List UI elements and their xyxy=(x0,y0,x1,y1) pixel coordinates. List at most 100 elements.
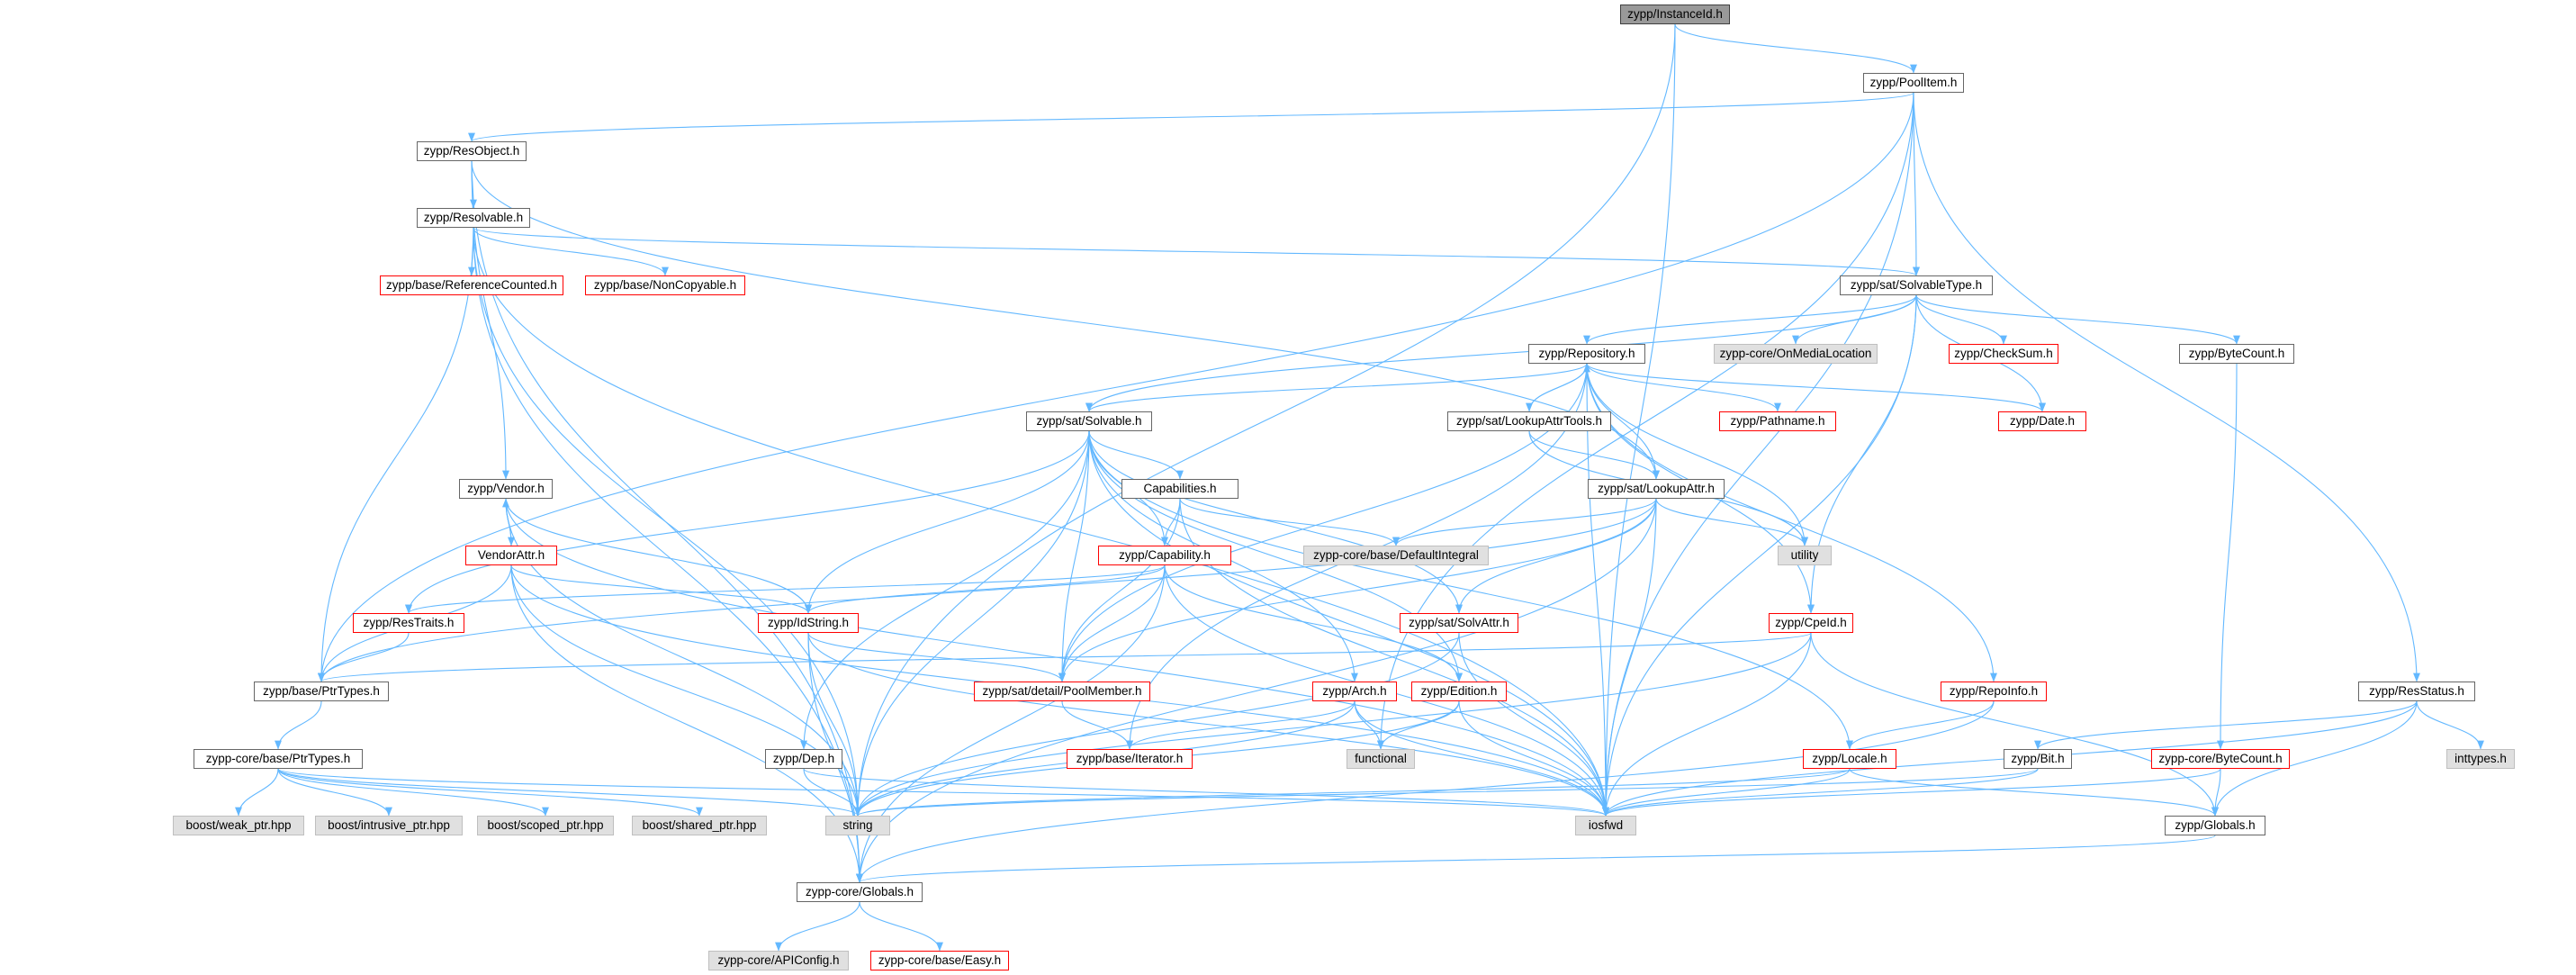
node-easy[interactable]: zypp-core/base/Easy.h xyxy=(870,951,1009,970)
edge-vendorattr-to-idstring xyxy=(510,564,812,614)
node-edition[interactable]: zypp/Edition.h xyxy=(1411,682,1507,701)
edge-coreptrtypes-to-string xyxy=(277,768,861,817)
node-bytecount[interactable]: zypp/ByteCount.h xyxy=(2179,344,2294,364)
node-instanceid: zypp/InstanceId.h xyxy=(1620,5,1730,24)
node-dep[interactable]: zypp/Dep.h xyxy=(765,749,842,769)
edge-arch-to-iterator xyxy=(1126,700,1356,750)
node-repoinfo[interactable]: zypp/RepoInfo.h xyxy=(1941,682,2047,701)
edge-poolitem-to-iosfwd xyxy=(1602,92,1914,817)
edge-instanceid-to-string xyxy=(854,23,1676,817)
edge-capability-to-poolmember xyxy=(1058,564,1166,682)
edge-lookupattr-to-defaultintegral xyxy=(1392,498,1657,546)
edge-resstatus-to-inttypes xyxy=(2416,700,2484,750)
edge-vendorattr-to-vendor xyxy=(502,498,512,546)
edge-lookupattr-to-ptrtypes xyxy=(318,498,1657,682)
node-cpeid[interactable]: zypp/CpeId.h xyxy=(1769,613,1853,633)
edge-capability-to-edition xyxy=(1164,564,1463,682)
node-inttypes: inttypes.h xyxy=(2446,749,2515,769)
node-solvattr[interactable]: zypp/sat/SolvAttr.h xyxy=(1400,613,1518,633)
edge-arch-to-iosfwd xyxy=(1354,700,1609,817)
node-corebytecount[interactable]: zypp-core/ByteCount.h xyxy=(2151,749,2290,769)
edge-poolitem-to-resstatus xyxy=(1913,92,2420,682)
edge-capability-to-idstring xyxy=(805,564,1166,614)
node-resobject[interactable]: zypp/ResObject.h xyxy=(417,141,527,161)
edge-bit-to-string xyxy=(854,768,2039,817)
node-defaultintegral: zypp-core/base/DefaultIntegral xyxy=(1303,546,1489,565)
edge-solvabletype-to-solvable xyxy=(1085,294,1917,412)
node-resstatus[interactable]: zypp/ResStatus.h xyxy=(2358,682,2475,701)
node-lookupattrtools[interactable]: zypp/sat/LookupAttrTools.h xyxy=(1447,411,1611,431)
edge-dep-to-iosfwd xyxy=(803,768,1609,817)
edge-coreglobals-to-apiconfig xyxy=(775,901,860,952)
node-globals[interactable]: zypp/Globals.h xyxy=(2165,816,2265,835)
edge-resolvable-to-iosfwd xyxy=(473,227,1609,817)
edge-coreptrtypes-to-scopedptr xyxy=(277,768,549,817)
edge-solvable-to-edition xyxy=(1088,430,1463,682)
edge-capability-to-restraits xyxy=(405,564,1166,614)
node-scopedptr: boost/scoped_ptr.hpp xyxy=(477,816,614,835)
node-idstring[interactable]: zypp/IdString.h xyxy=(758,613,859,633)
edge-repository-to-solvable xyxy=(1085,363,1588,412)
edge-resolvable-to-noncopyable xyxy=(473,227,669,276)
edge-solvable-to-poolmember xyxy=(1058,430,1090,682)
edge-lookupattr-to-poolmember xyxy=(1058,498,1657,682)
node-capabilities[interactable]: Capabilities.h xyxy=(1121,479,1238,499)
edge-solvable-to-string xyxy=(854,430,1090,817)
edge-resstatus-to-bit xyxy=(2034,700,2418,750)
node-checksum[interactable]: zypp/CheckSum.h xyxy=(1949,344,2058,364)
edge-capabilities-to-defaultintegral xyxy=(1179,498,1400,546)
edge-cpeid-to-ptrtypes xyxy=(318,632,1812,682)
node-coreptrtypes[interactable]: zypp-core/base/PtrTypes.h xyxy=(194,749,363,769)
edge-coreglobals-to-easy xyxy=(859,901,943,952)
edge-instanceid-to-poolitem xyxy=(1674,23,1917,74)
node-restraits[interactable]: zypp/ResTraits.h xyxy=(353,613,464,633)
node-pathname[interactable]: zypp/Pathname.h xyxy=(1719,411,1836,431)
node-repository[interactable]: zypp/Repository.h xyxy=(1528,344,1645,364)
edge-coreptrtypes-to-sharedptr xyxy=(277,768,703,817)
edge-coreptrtypes-to-intrusiveptr xyxy=(277,768,392,817)
node-resolvable[interactable]: zypp/Resolvable.h xyxy=(417,208,530,228)
node-vendor[interactable]: zypp/Vendor.h xyxy=(459,479,553,499)
edge-solvabletype-to-checksum xyxy=(1915,294,2007,345)
node-locale[interactable]: zypp/Locale.h xyxy=(1803,749,1896,769)
edge-corebytecount-to-globals xyxy=(2211,768,2221,817)
node-poolitem[interactable]: zypp/PoolItem.h xyxy=(1863,73,1964,93)
node-date[interactable]: zypp/Date.h xyxy=(1998,411,2086,431)
node-bit[interactable]: zypp/Bit.h xyxy=(2004,749,2072,769)
node-lookupattr[interactable]: zypp/sat/LookupAttr.h xyxy=(1588,479,1725,499)
node-ptrtypes[interactable]: zypp/base/PtrTypes.h xyxy=(254,682,389,701)
node-arch[interactable]: zypp/Arch.h xyxy=(1312,682,1397,701)
node-sharedptr: boost/shared_ptr.hpp xyxy=(632,816,767,835)
node-string: string xyxy=(825,816,890,835)
edge-instanceid-to-iosfwd xyxy=(1602,23,1676,817)
edge-vendor-to-idstring xyxy=(505,498,812,614)
node-coreglobals[interactable]: zypp-core/Globals.h xyxy=(797,882,923,902)
edge-idstring-to-string xyxy=(807,632,861,817)
node-capability[interactable]: zypp/Capability.h xyxy=(1098,546,1231,565)
edge-cpeid-to-iosfwd xyxy=(1602,632,1812,817)
edge-corebytecount-to-iosfwd xyxy=(1602,768,2221,817)
edge-solvable-to-idstring xyxy=(805,430,1090,614)
edge-solvable-to-restraits xyxy=(405,430,1090,614)
edge-solvable-to-capabilities xyxy=(1088,430,1184,480)
node-poolmember[interactable]: zypp/sat/detail/PoolMember.h xyxy=(974,682,1150,701)
node-noncopyable[interactable]: zypp/base/NonCopyable.h xyxy=(585,275,745,295)
edge-poolitem-to-solvabletype xyxy=(1913,92,1920,276)
edge-solvable-to-dep xyxy=(800,430,1090,750)
node-onmedialocation: zypp-core/OnMediaLocation xyxy=(1714,344,1878,364)
edge-repoinfo-to-locale xyxy=(1846,700,1995,750)
edge-solvable-to-solvattr xyxy=(1088,430,1463,614)
node-apiconfig: zypp-core/APIConfig.h xyxy=(708,951,849,970)
node-refcounted[interactable]: zypp/base/ReferenceCounted.h xyxy=(380,275,563,295)
node-iosfwd: iosfwd xyxy=(1575,816,1636,835)
edge-coreptrtypes-to-iosfwd xyxy=(277,768,1609,817)
edge-resstatus-to-globals xyxy=(2211,700,2418,817)
node-vendorattr[interactable]: VendorAttr.h xyxy=(465,546,557,565)
node-iterator[interactable]: zypp/base/Iterator.h xyxy=(1067,749,1193,769)
node-functional: functional xyxy=(1347,749,1415,769)
edge-cpeid-to-string xyxy=(854,632,1812,817)
node-solvabletype[interactable]: zypp/sat/SolvableType.h xyxy=(1840,275,1993,295)
node-solvable[interactable]: zypp/sat/Solvable.h xyxy=(1026,411,1152,431)
